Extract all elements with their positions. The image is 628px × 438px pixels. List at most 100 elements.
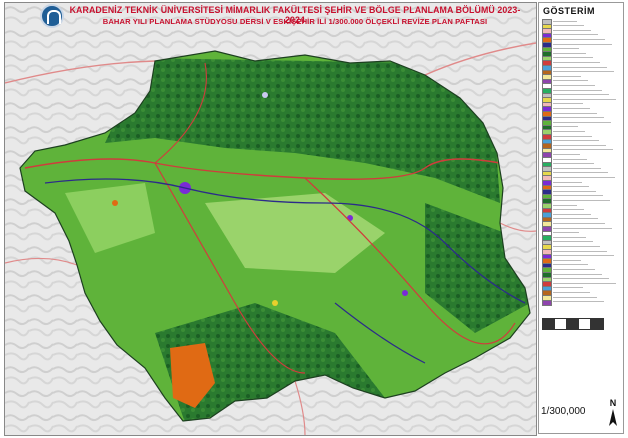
legend-swatch [542,299,552,306]
legend-entry-text [553,84,595,86]
legend-entry-text [553,287,583,289]
legend-entry-text [553,213,591,215]
legend-entry [542,138,622,145]
legend-entry [542,216,622,223]
main-road [154,62,207,164]
legend-entry [542,65,622,71]
legend-entry [542,221,622,228]
legend-title: GÖSTERİM [543,6,596,16]
legend-entry [542,267,622,274]
settlement [262,92,268,98]
map-canvas [5,3,536,435]
legend-entry [542,226,622,232]
legend-entry-text [553,204,577,206]
legend-entry-text [553,135,592,137]
legend-entry-text [553,255,614,257]
legend-entry [542,290,622,297]
legend-entry-text [553,103,583,105]
legend-entry-text [553,282,616,284]
river [44,178,526,304]
legend-entry-text [553,89,602,91]
legend-entry-text [553,112,597,114]
legend-entry [542,19,622,25]
legend-entry-text [553,29,591,31]
outer-road [294,380,306,435]
legend-entry [542,258,622,265]
legend-entry-text [553,130,585,132]
legend-entry [542,28,622,35]
legend-entry-text [553,57,593,59]
outer-road [424,42,536,76]
scale-bar [542,318,604,330]
light-agriculture [65,183,155,253]
legend-entry-text [553,98,616,100]
legend-entry [542,69,622,76]
legend-entry-text [553,273,602,275]
legend-entry [542,152,622,159]
north-label: N [609,398,617,408]
legend-entry-text [553,209,584,211]
legend-entry [542,143,622,150]
legend-entry-text [553,278,609,280]
legend-entry [542,281,622,288]
north-arrow: N [604,398,622,428]
legend-entry-text [553,48,579,50]
legend-entry [542,124,622,131]
legend-entry-text [553,259,581,261]
main-road [154,162,306,374]
legend-entry [542,170,622,177]
legend-entry-text [553,121,611,123]
legend-entry [542,115,622,122]
legend-entry [542,157,622,163]
main-road [24,158,501,180]
legend-entry [542,161,622,168]
outer-road [5,60,156,84]
legend-entry-text [553,149,613,151]
legend-entry [542,212,622,219]
legend-entry-text [553,126,578,128]
legend-entry-text [553,25,584,27]
scale-label: 1/300,000 [541,406,586,417]
outer-road [5,257,78,266]
legend-entry [542,249,622,255]
legend-entry-text [553,241,593,243]
legend-entry-text [553,172,608,174]
legend-entry [542,272,622,278]
legend-entry-text [553,176,615,178]
university-logo [40,4,64,28]
legend-entry [542,23,622,30]
main-road [304,177,516,345]
legend-entry-text [553,190,596,192]
legend-entry [542,88,622,94]
legend-entry-text [553,186,589,188]
legend-entry [542,193,622,200]
legend-entry [542,92,622,99]
legend-entry-text [553,20,577,22]
legend-entry [542,262,622,269]
legend-entry-text [553,236,586,238]
legend-entry-text [553,232,579,234]
settlement [112,200,118,206]
legend-entry-text [553,250,607,252]
legend-entry-text [553,158,587,160]
legend-entry [542,106,622,113]
legend-entry [542,230,622,237]
legend-entry-text [553,117,604,119]
legend-entry-text [553,153,580,155]
legend-entry-text [553,291,590,293]
north-arrow-icon [609,409,617,426]
river [334,302,426,364]
legend-entry [542,111,622,117]
legend-entry-text [553,34,598,36]
legend-entries [542,19,622,309]
legend-entry [542,55,622,62]
legend-entry-text [553,245,600,247]
legend-entry-text [553,268,595,270]
legend-entry [542,180,622,186]
legend-entry [542,184,622,191]
legend-entry [542,235,622,242]
legend-entry [542,32,622,39]
legend-entry [542,101,622,108]
legend-entry-text [553,181,582,183]
settlement [402,290,408,296]
